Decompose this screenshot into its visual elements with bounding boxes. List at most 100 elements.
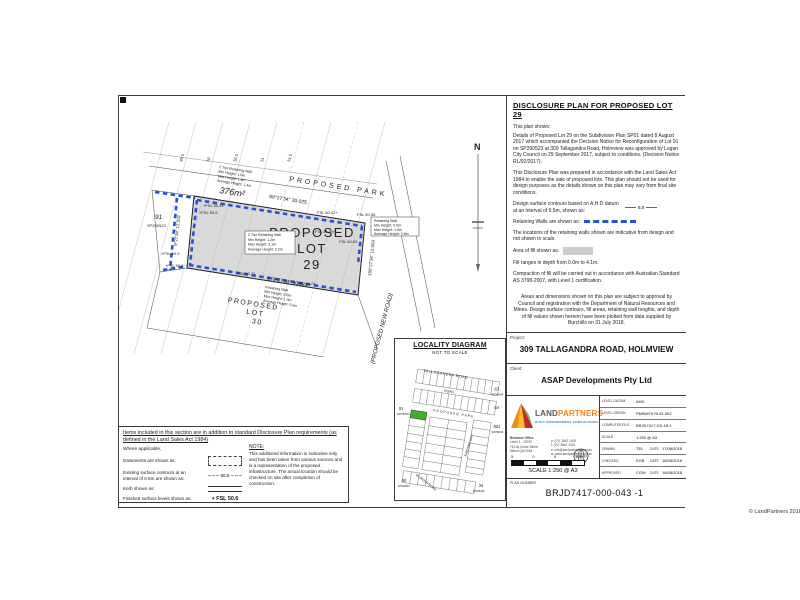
contour-symbol: 50.5	[205, 473, 245, 478]
lot30-line3: 30	[251, 318, 263, 327]
notes-note: NOTE: This additional information is ind…	[249, 444, 344, 487]
locality-lot91: 91	[399, 406, 404, 411]
row-date: 16/08/2018	[662, 458, 683, 464]
contour-symbol-value: 50.5	[220, 473, 230, 479]
contact-line: e: info@landpartners.com.au	[551, 447, 592, 452]
locality-lot901: 901	[493, 424, 500, 429]
retaining-wall-lines	[154, 190, 364, 294]
scale-bar-ticks: 5 0 5 10m	[511, 454, 583, 459]
bearing-right: 189°27'34" 12.503	[367, 239, 376, 276]
logo-contacts: p: (07) 3842 1000 f: (07) 3842 1001 e: i…	[551, 439, 592, 456]
rw-mid-line1: 2 Tier Retaining Wall	[248, 233, 281, 237]
lot30-line2: LOT	[246, 309, 265, 319]
landpartners-wordmark: LANDPARTNERS BUILT ENVIRONMENT CONSULTAN…	[535, 404, 603, 424]
contour-value-labels: 49.5 50 50.5 51 51.5	[178, 153, 293, 163]
disclosure-retaining-note: The locations of the retaining walls sho…	[513, 229, 674, 243]
fsl-label: FSL 51.09+	[315, 229, 336, 234]
row-date: 16/08/2018	[662, 470, 683, 476]
row-label: SCALE	[602, 435, 614, 439]
legend-easements: Easements are shown as:	[123, 456, 245, 467]
title-panel: DISCLOSURE PLAN FOR PROPOSED LOT 29 This…	[506, 96, 686, 507]
row-value: PM96876 RL61.652	[636, 410, 672, 416]
fsl-spot-levels: +FSL 50.41 +FSL 50.8 FSL 50.42+ FSL 51.0…	[161, 203, 376, 286]
row-label: CHECKED	[602, 458, 619, 463]
disclosure-fill-range: Fill ranges in depth from 0.0m to 4.1m.	[513, 259, 599, 266]
logo-cell: LANDPARTNERS BUILT ENVIRONMENT CONSULTAN…	[507, 396, 603, 479]
contact-line: p: (07) 3842 1000	[551, 439, 577, 443]
contours-legend-label: Design surface contours based on A.H.D d…	[513, 200, 619, 214]
fsl-label: FSL 50.42+	[317, 210, 338, 215]
copyright-text: © LandPartners 2018	[748, 509, 800, 515]
fsl-label: FSL 50.74	[297, 281, 316, 286]
notes-heading: Items included in this section are in ad…	[123, 430, 337, 444]
project-value: 309 TALLAGANDRA ROAD, HOLMVIEW	[519, 345, 674, 354]
fsl-label: FSL 50.71	[237, 271, 256, 276]
plan-number-label: PLAN NUMBER	[510, 481, 536, 485]
lot29-line2: LOT	[297, 241, 327, 256]
lot29-outline	[186, 195, 366, 296]
scale-tick: 5	[511, 454, 514, 459]
disclosure-compaction: Compaction of fill will be carried out i…	[513, 271, 680, 284]
office-address-line: Milton Qld 4064	[510, 448, 533, 453]
legend-fsl-label: Finished surface levels shown as:	[123, 495, 192, 501]
legend-kerb: Kerb shown as:	[123, 485, 245, 492]
contact-line: w: www.landpartners.com.au	[551, 451, 592, 456]
date-label: DATE	[650, 458, 659, 463]
locality-tallagandra-label: TALLAGANDRA ROAD	[423, 369, 468, 380]
logo-tagline: BUILT ENVIRONMENT CONSULTANTS	[535, 420, 599, 424]
contours-legend-row: Design surface contours based on A.H.D d…	[513, 201, 680, 214]
legend-contours: Existing surface contours at an interval…	[123, 470, 245, 481]
locality-wuroya-label: WUROYA ROAD	[415, 473, 438, 492]
easement-symbol	[208, 456, 242, 467]
locality-sp-right: SP286494	[491, 392, 503, 396]
landpartners-logo-icon	[511, 403, 533, 428]
row-label: LEVEL ORIGIN	[602, 411, 626, 416]
fill-legend-row: Area of fill shown as:	[513, 247, 680, 256]
contour-label: 50	[205, 156, 211, 162]
retaining-wall-note-top: 2 Tier Retaining Wall Min Height: 1.0m M…	[217, 165, 253, 188]
row-label: LEVEL DATUM	[602, 399, 626, 404]
rw-top-line4: Average Height: 1.4m	[217, 179, 252, 188]
rw-top-line3: Max Height: 1.8m	[217, 174, 245, 182]
north-arrow: N	[472, 142, 484, 272]
logo-land-text: LAND	[535, 409, 559, 418]
client-section: Client: ASAP Developments Pty Ltd	[507, 364, 686, 396]
contour-label: 51.5	[286, 153, 293, 163]
scale-tick: 0	[532, 454, 535, 459]
legend-easements-label: Easements are shown as:	[123, 458, 176, 464]
scale-tick: 5	[553, 454, 557, 459]
locality-subtitle: NOT TO SCALE	[432, 350, 468, 355]
rw-mid-line3: Max Height: 3.1m	[248, 243, 276, 247]
fsl-label: +FSL 50.41	[203, 203, 224, 208]
client-label: Client:	[510, 366, 523, 371]
fsl-label: +FSL 50.8	[199, 210, 218, 215]
locality-sp34: SP286494	[473, 489, 485, 493]
rw-right-box	[370, 216, 420, 237]
rw-right-line4: Average Height: 0.8m	[374, 232, 409, 236]
rw-bottom-line3: Max Height: 1.0m	[263, 294, 291, 302]
rw-bottom-line2: Min Height: 0.0m	[264, 290, 291, 298]
rw-top-line1: 2 Tier Retaining Wall	[219, 165, 252, 174]
row-label: APPROVED	[602, 470, 621, 475]
office-address-line: Level 1 - 13075	[510, 440, 532, 445]
retaining-wall-note-mid: 2 Tier Retaining Wall Min Height: 1.2m M…	[244, 230, 296, 255]
row-initials: EGB	[636, 458, 645, 464]
retaining-legend-row: Retaining Walls are shown as:	[513, 219, 680, 226]
legend-fsl: Finished surface levels shown as: + FSL …	[123, 496, 245, 502]
kerb-symbol	[208, 485, 242, 492]
retaining-wall-note-right: Retaining Wall Min Height: 0.0m Max Heig…	[370, 216, 420, 237]
legend-contours-label: Existing surface contours at an interval…	[123, 470, 186, 481]
fsl-label: FSL 50.69	[339, 239, 358, 244]
bearing-top: 99°27'34" 30.025	[269, 194, 308, 206]
contact-line: f: (07) 3842 1001	[551, 443, 576, 448]
locality-lot63: 63	[494, 386, 499, 391]
fsl-symbol: + FSL 50.6	[211, 495, 239, 502]
notes-note-body: This additional information is indicativ…	[249, 451, 343, 486]
retaining-legend-label: Retaining Walls are shown as:	[513, 218, 581, 225]
office-name: Brisbane Office	[510, 436, 534, 440]
lot91-plan-label: SP290523	[147, 223, 166, 228]
locality-diagram: LOCALITY DIAGRAM NOT TO SCALE	[394, 338, 506, 501]
